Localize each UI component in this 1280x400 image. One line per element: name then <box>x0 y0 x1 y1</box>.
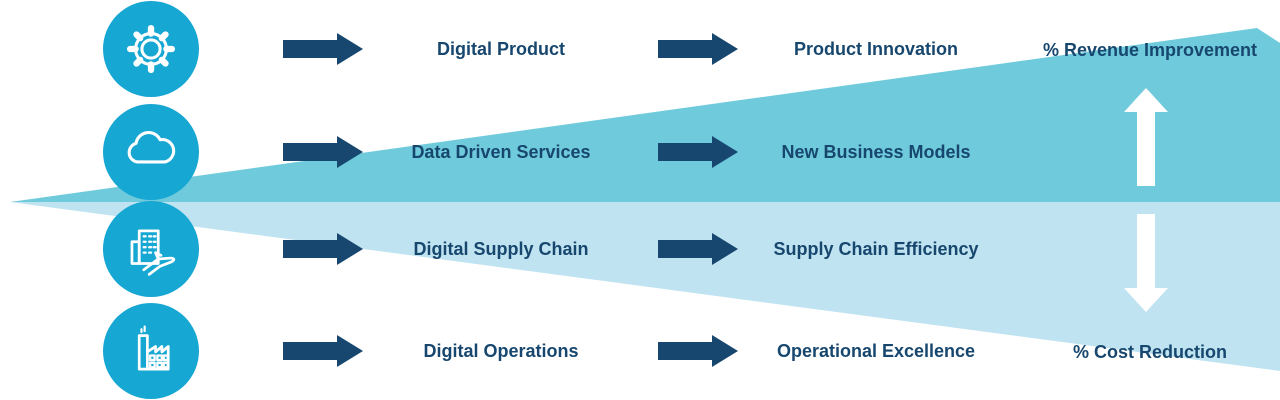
row1-outcome-label: Product Innovation <box>794 39 958 59</box>
revenue-improvement-label: % Revenue Improvement <box>1042 40 1258 60</box>
cost-reduction-label: % Cost Reduction <box>1072 342 1227 362</box>
arrow-up-icon <box>1124 88 1168 186</box>
row4-outcome-label: Operational Excellence <box>776 341 976 361</box>
row4-arrow-2-icon <box>658 335 738 367</box>
row4-source-label: Digital Operations <box>423 341 579 361</box>
cloud-icon <box>127 130 176 164</box>
row2-arrow-1-icon <box>283 136 363 168</box>
row3-icon-circle <box>103 201 199 297</box>
row1-arrow-2-icon <box>658 33 738 65</box>
row3-outcome-label: Supply Chain Efficiency <box>773 239 979 259</box>
row3-arrow-2-icon <box>658 233 738 265</box>
row3-source-label: Digital Supply Chain <box>413 239 589 259</box>
arrow-down-icon <box>1124 214 1168 312</box>
building-plane-icon <box>130 229 176 276</box>
gear-icon <box>126 24 176 74</box>
row4-arrow-1-icon <box>283 335 363 367</box>
row3-arrow-1-icon <box>283 233 363 265</box>
row4-icon-circle <box>103 303 199 399</box>
row2-outcome-label: New Business Models <box>781 142 971 162</box>
row1-icon-circle <box>103 1 199 97</box>
factory-icon <box>137 325 170 371</box>
row1-source-label: Digital Product <box>436 39 565 59</box>
row1-arrow-1-icon <box>283 33 363 65</box>
row2-source-label: Data Driven Services <box>411 142 591 162</box>
row2-icon-circle <box>103 104 199 200</box>
row2-arrow-2-icon <box>658 136 738 168</box>
